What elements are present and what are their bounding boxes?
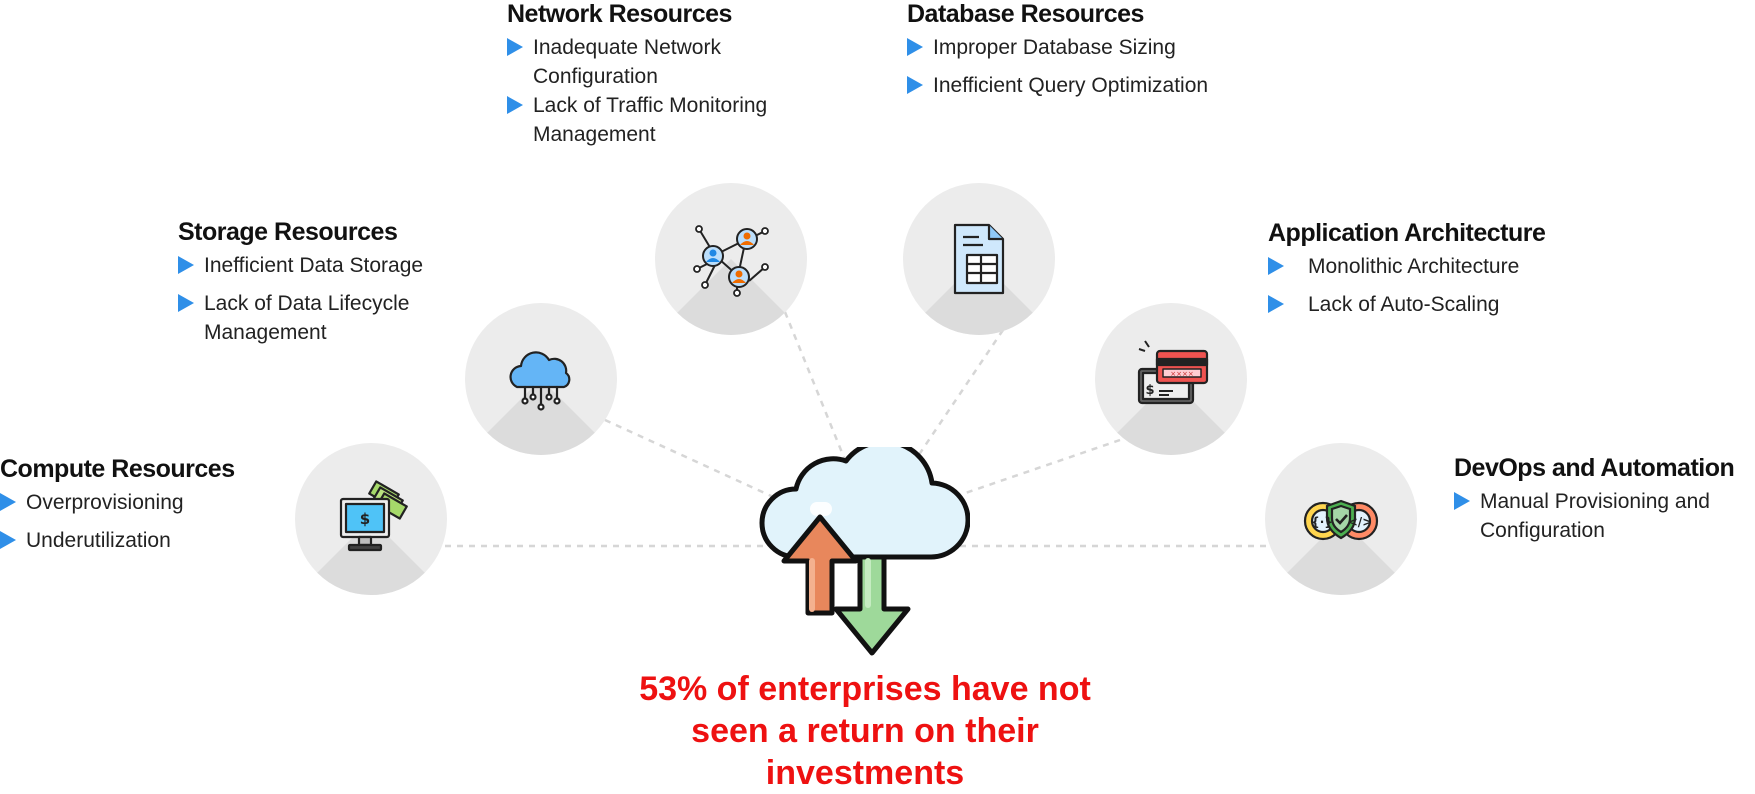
database-document-icon [953,223,1005,295]
list-item-text: Monolithic Architecture [1308,255,1520,278]
list-item: Overprovisioning [0,488,235,517]
monitor-money-icon: $ [339,480,408,552]
list-item-text: Lack of Traffic Monitoring Management [533,94,768,146]
list-item: Lack of Data Lifecycle Management [178,289,478,347]
compute-block: Compute Resources Overprovisioning Under… [0,455,235,564]
list-item-text: Inefficient Query Optimization [933,74,1209,97]
list-item: Inefficient Query Optimization [907,71,1267,100]
devops-block: DevOps and Automation Manual Provisionin… [1454,454,1744,554]
list-item: Lack of Auto-Scaling [1268,290,1588,319]
database-title: Database Resources [907,0,1144,28]
application-circle: ×××× $ [1095,303,1247,455]
list-item: Underutilization [0,526,235,555]
connector-application [944,438,1121,502]
list-item-text: Manual Provisioning and Configuration [1480,490,1710,542]
list-item-text: Overprovisioning [26,491,184,514]
list-item: Manual Provisioning and Configuration [1454,487,1744,545]
bullet-icon [178,294,194,312]
list-item: Inefficient Data Storage [178,251,478,280]
devops-shield-icon: {·} </> [1303,499,1379,541]
bullet-icon [0,493,16,511]
devops-circle: {·} </> [1265,443,1417,595]
database-block: Database Resources Improper Database Siz… [907,0,1267,109]
bullet-icon [178,256,194,274]
network-title: Network Resources [507,0,732,28]
bullet-icon [907,76,923,94]
network-circle [655,183,807,335]
storage-title: Storage Resources [178,218,398,246]
svg-text:××××: ×××× [1170,370,1193,378]
svg-text:$: $ [360,510,370,528]
connector-storage [604,418,781,502]
headline-statistic: 53% of enterprises have not seen a retur… [639,670,1091,792]
list-item-text: Lack of Data Lifecycle Management [204,292,410,344]
compute-title: Compute Resources [0,455,235,483]
devops-title: DevOps and Automation [1454,454,1735,482]
bullet-icon [1454,492,1470,510]
cloud-up-down-arrows-icon [759,447,970,656]
list-item-text: Inefficient Data Storage [204,254,424,277]
bullet-icon [1268,257,1284,275]
bullet-icon [507,38,523,56]
network-users-icon [693,225,769,297]
bullet-icon [0,531,16,549]
application-title: Application Architecture [1268,219,1546,247]
compute-circle: $ [295,443,447,595]
network-block: Network Resources Inadequate Network Con… [507,0,807,158]
storage-block: Storage Resources Inefficient Data Stora… [178,218,478,356]
list-item-text: Inadequate Network Configuration [533,36,721,88]
storage-circle [465,303,617,455]
list-item: Inadequate Network Configuration [507,33,807,91]
connector-database [910,329,1005,466]
svg-text:{·}: {·} [1311,515,1333,529]
database-circle [903,183,1055,335]
list-item-text: Lack of Auto-Scaling [1308,293,1500,316]
bullet-icon [1268,295,1284,313]
bullet-icon [907,38,923,56]
list-item-text: Underutilization [26,529,171,552]
svg-text:</>: </> [1348,515,1373,529]
application-block: Application Architecture Monolithic Arch… [1268,219,1588,328]
connector-network [783,311,847,461]
list-item-text: Improper Database Sizing [933,36,1176,59]
list-item: Lack of Traffic Monitoring Management [507,91,807,149]
list-item: Improper Database Sizing [907,33,1267,62]
cloud-storage-icon [509,351,571,411]
list-item: Monolithic Architecture [1268,252,1588,281]
bullet-icon [507,96,523,114]
payment-card-icon: ×××× $ [1137,340,1209,405]
svg-text:$: $ [1145,383,1154,398]
